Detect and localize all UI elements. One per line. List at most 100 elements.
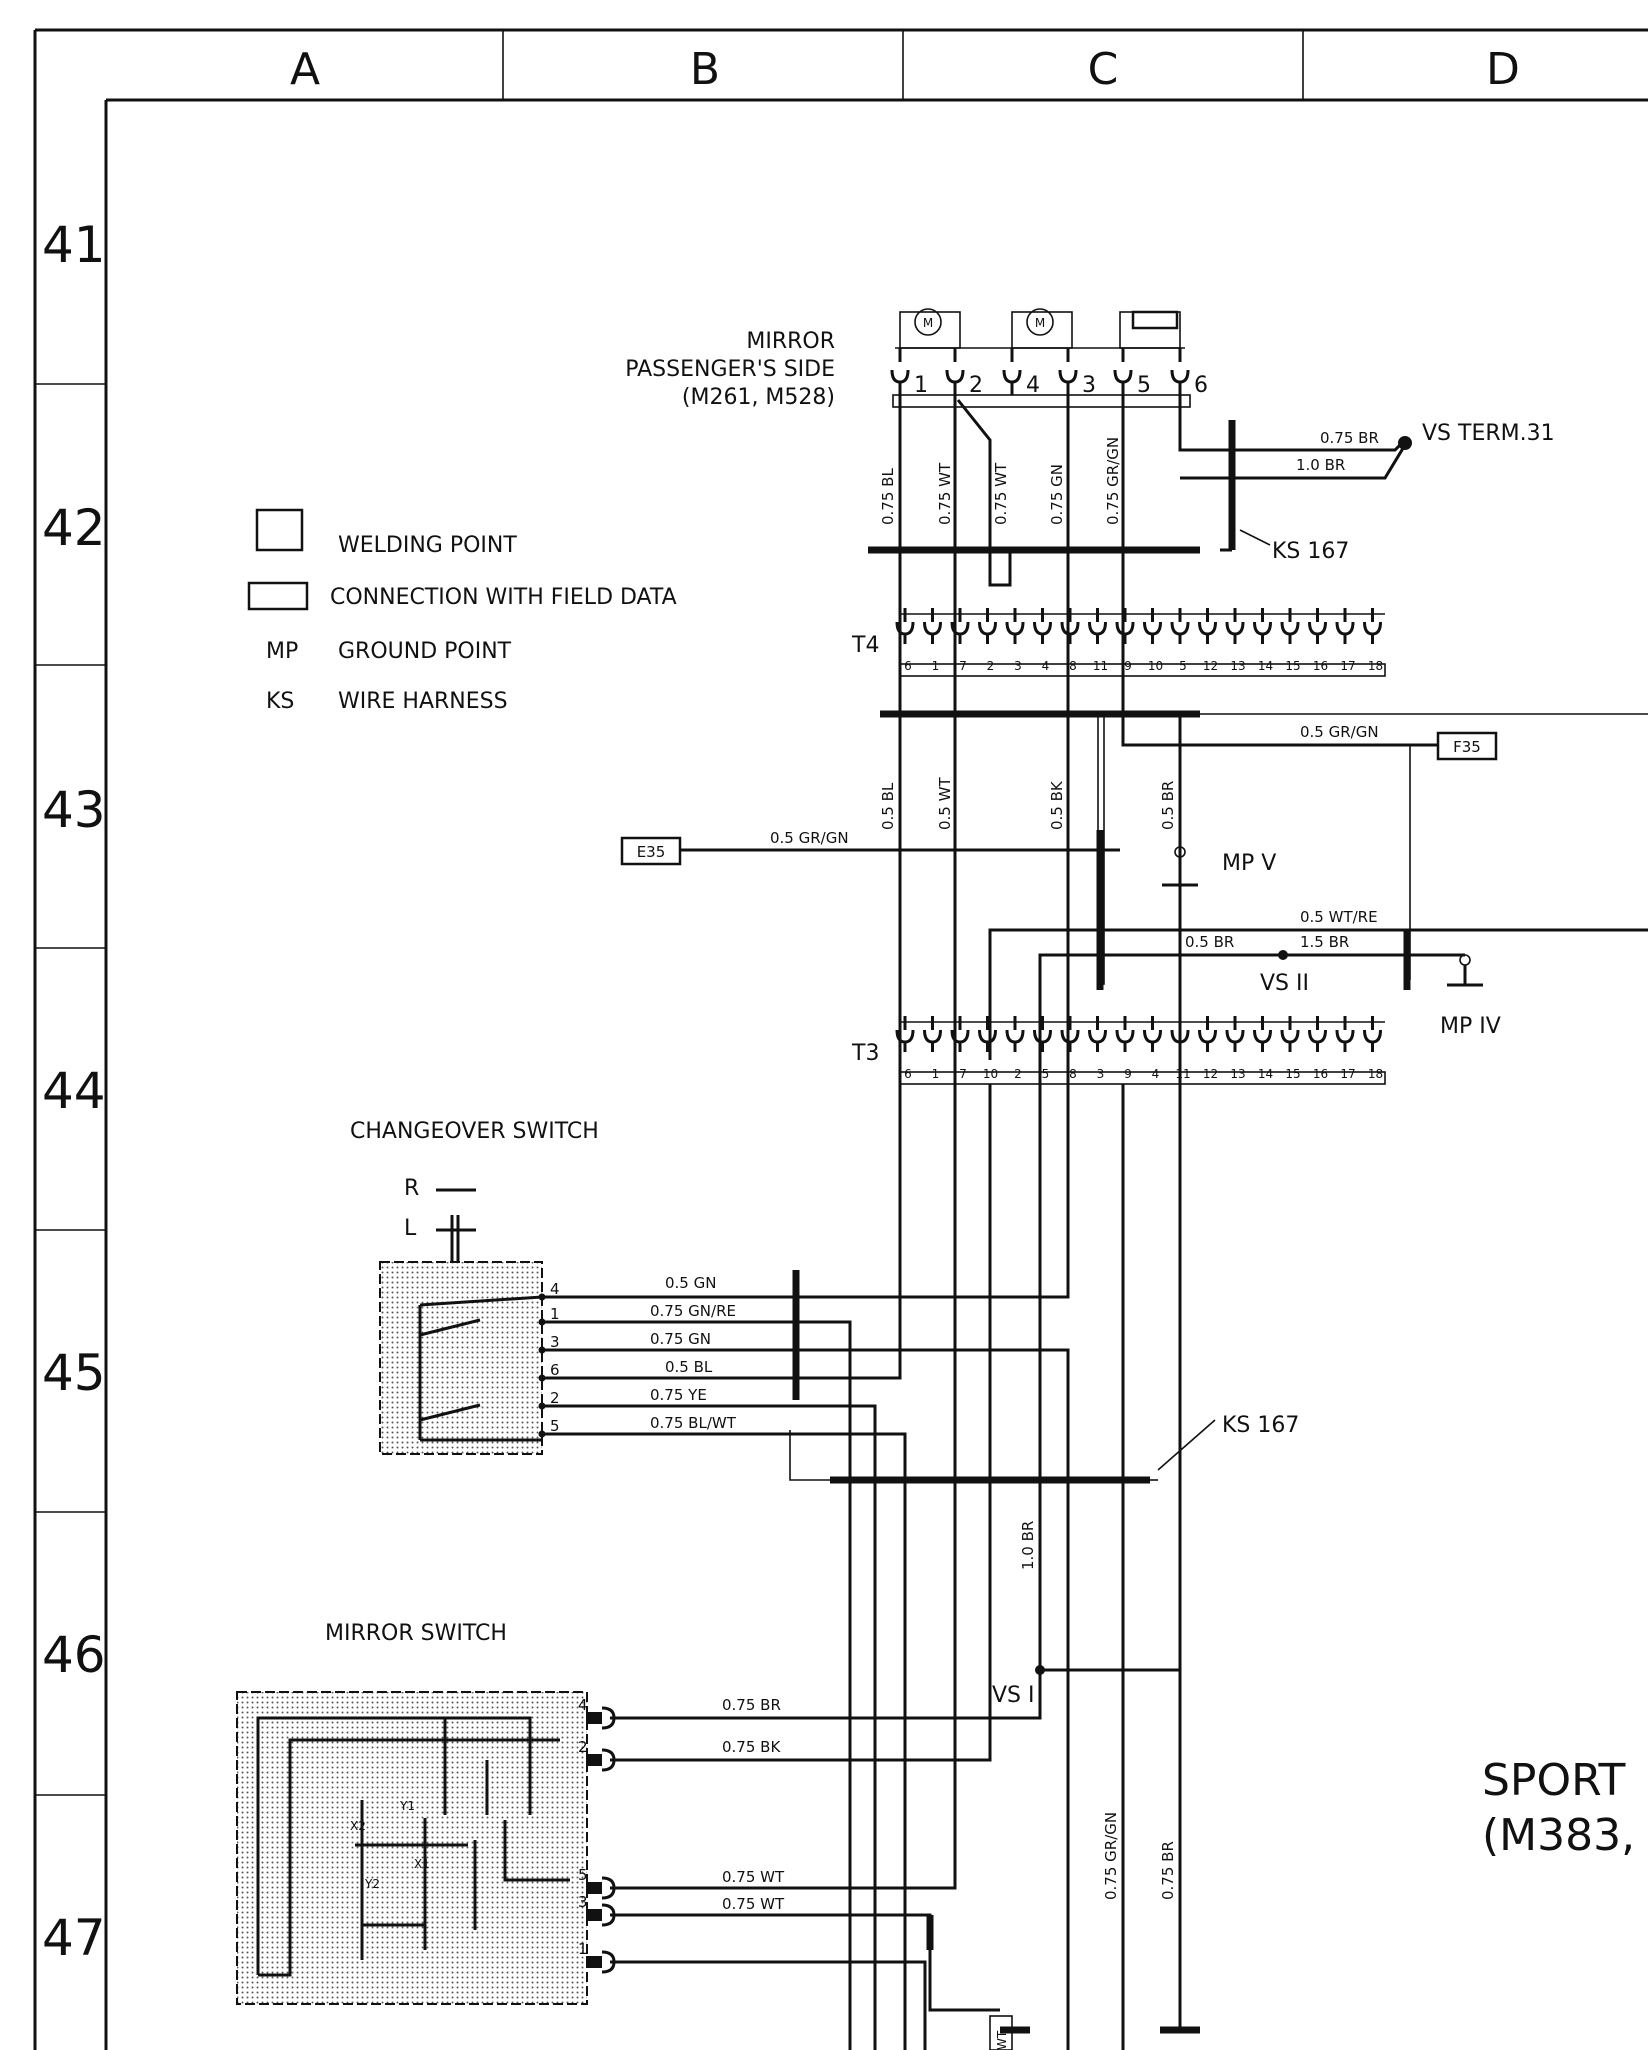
legend-welding-point: WELDING POINT	[338, 533, 517, 558]
changeover-wires: 0.5 GN 0.75 GN/RE 0.75 GN 0.5 BL 0.75 YE…	[542, 1084, 1299, 2050]
t3-pin-number: 10	[983, 1067, 998, 1081]
mirror-label-line2: PASSENGER'S SIDE	[625, 357, 835, 382]
t4-pin-number: 16	[1313, 659, 1328, 673]
wire-top-075-bl: 0.75 BL	[879, 468, 897, 525]
t3-pin: 8	[1060, 1016, 1080, 1081]
t4-pin: 2	[978, 608, 997, 673]
t4-pin: 1	[923, 608, 942, 673]
t3-pin: 18	[1363, 1016, 1383, 1081]
mirror-pin: 3	[1058, 348, 1096, 398]
top-wires: VS TERM.31 0.75 BR 1.0 BR KS 167 0.75 BL…	[868, 395, 1555, 1360]
mirror-pin-number: 5	[1137, 373, 1151, 398]
row-label-47: 47	[42, 1909, 106, 1967]
t4-pin: 9	[1115, 608, 1135, 673]
t4-pin: 15	[1280, 608, 1301, 673]
changeover-pin-number: 1	[550, 1305, 560, 1323]
t4-pin: 13	[1225, 608, 1246, 673]
mirror-pin: 5	[1113, 348, 1151, 398]
wire-top-075-wt-b: 0.75 WT	[992, 462, 1010, 525]
mirror-switch-label: MIRROR SWITCH	[325, 1621, 507, 1646]
t4-pin-number: 15	[1285, 659, 1300, 673]
t4-pin-number: 2	[987, 659, 995, 673]
wire-bot-wt: WT	[995, 2030, 1009, 2050]
column-label-d: D	[1486, 44, 1520, 95]
wire-top-075-gn: 0.75 GN	[1048, 464, 1066, 525]
t3-pin: 13	[1225, 1016, 1246, 1081]
sport-label-line2: (M383,	[1482, 1810, 1635, 1861]
wire-ms-075-br: 0.75 BR	[722, 1696, 781, 1714]
mirror-pin-number: 6	[1194, 373, 1208, 398]
t4-pin-number: 1	[932, 659, 940, 673]
t4-pin: 8	[1060, 608, 1080, 673]
t3-pin: 17	[1335, 1016, 1356, 1081]
field-connection-symbol	[247, 581, 309, 611]
motor-icon	[914, 308, 942, 336]
changeover-switch-body	[379, 1261, 543, 1455]
mirror-pin: 1	[890, 348, 928, 398]
wire-e35-grgn: 0.5 GR/GN	[770, 829, 849, 847]
t3-pin-number: 17	[1340, 1067, 1355, 1081]
t4-pin-number: 3	[1014, 659, 1022, 673]
t4-pin: 5	[1170, 608, 1190, 673]
t4-pin: 16	[1308, 608, 1328, 673]
mirror-switch-pin-number: 2	[578, 1738, 588, 1756]
t3-pin: 10	[978, 1016, 998, 1081]
sport-label-line1: SPORT	[1482, 1755, 1625, 1806]
wire-vsii-05-br: 0.5 BR	[1185, 933, 1234, 951]
ms-mark-y2: Y2	[364, 1877, 380, 1891]
t3-pin-number: 5	[1042, 1067, 1050, 1081]
t4-pin-number: 7	[959, 659, 967, 673]
e35-label: E35	[637, 843, 666, 861]
wire-vsii-15-br: 1.5 BR	[1300, 933, 1349, 951]
changeover-r-label: R	[404, 1176, 419, 1201]
t4-pin-number: 14	[1258, 659, 1273, 673]
t4-pin: 4	[1033, 608, 1052, 673]
t3-pin-number: 15	[1285, 1067, 1300, 1081]
t3-pin-number: 1	[932, 1067, 940, 1081]
changeover-switch-label: CHANGEOVER SWITCH	[350, 1119, 599, 1144]
drawing-frame	[33, 28, 1648, 2050]
legend-connection-field: CONNECTION WITH FIELD DATA	[330, 585, 677, 610]
t3-pin: 3	[1088, 1016, 1107, 1081]
mirror-passenger-side: MIRROR PASSENGER'S SIDE (M261, M528) M M…	[625, 308, 1208, 410]
mirror-label-line3: (M261, M528)	[682, 385, 835, 410]
wire-mid-05-bk: 0.5 BK	[1048, 780, 1066, 830]
t3-pin-number: 16	[1313, 1067, 1328, 1081]
wire-top-075-wt-a: 0.75 WT	[936, 462, 954, 525]
t4-pin-number: 17	[1340, 659, 1355, 673]
t3-pin-number: 7	[959, 1067, 967, 1081]
row-label-46: 46	[42, 1626, 106, 1684]
wire-mid-05-br: 0.5 BR	[1159, 781, 1177, 830]
wire-mid-05-bl: 0.5 BL	[879, 782, 897, 830]
changeover-pin-number: 2	[550, 1389, 560, 1407]
heater-icon	[1131, 310, 1179, 330]
t4-label: T4	[851, 633, 879, 658]
t4-pin: 3	[1005, 608, 1025, 673]
t3-pin: 12	[1198, 1016, 1218, 1081]
vs-term31-label: VS TERM.31	[1422, 421, 1555, 446]
t3-pin-number: 3	[1097, 1067, 1105, 1081]
t4-pin: 6	[895, 608, 915, 673]
t4-pin: 12	[1198, 608, 1218, 673]
t3-pin-number: 12	[1203, 1067, 1218, 1081]
motor-icon	[1026, 308, 1054, 336]
ms-mark-x1: X1	[414, 1857, 430, 1871]
t4-pin-number: 18	[1368, 659, 1383, 673]
mirror-switch-pin-number: 1	[578, 1940, 588, 1958]
t4-pin: 14	[1253, 608, 1273, 673]
t3-pin: 1	[923, 1016, 942, 1081]
t3-pin-number: 14	[1258, 1067, 1273, 1081]
t4-pin-number: 6	[904, 659, 912, 673]
column-label-c: C	[1088, 44, 1119, 95]
vs-ii-label: VS II	[1260, 971, 1309, 996]
mp-iv-label: MP IV	[1440, 1014, 1501, 1039]
t3-pin-number: 18	[1368, 1067, 1383, 1081]
wire-cs-075-blwt: 0.75 BL/WT	[650, 1414, 737, 1432]
changeover-pin-number: 5	[550, 1417, 560, 1435]
row-label-44: 44	[42, 1062, 106, 1120]
